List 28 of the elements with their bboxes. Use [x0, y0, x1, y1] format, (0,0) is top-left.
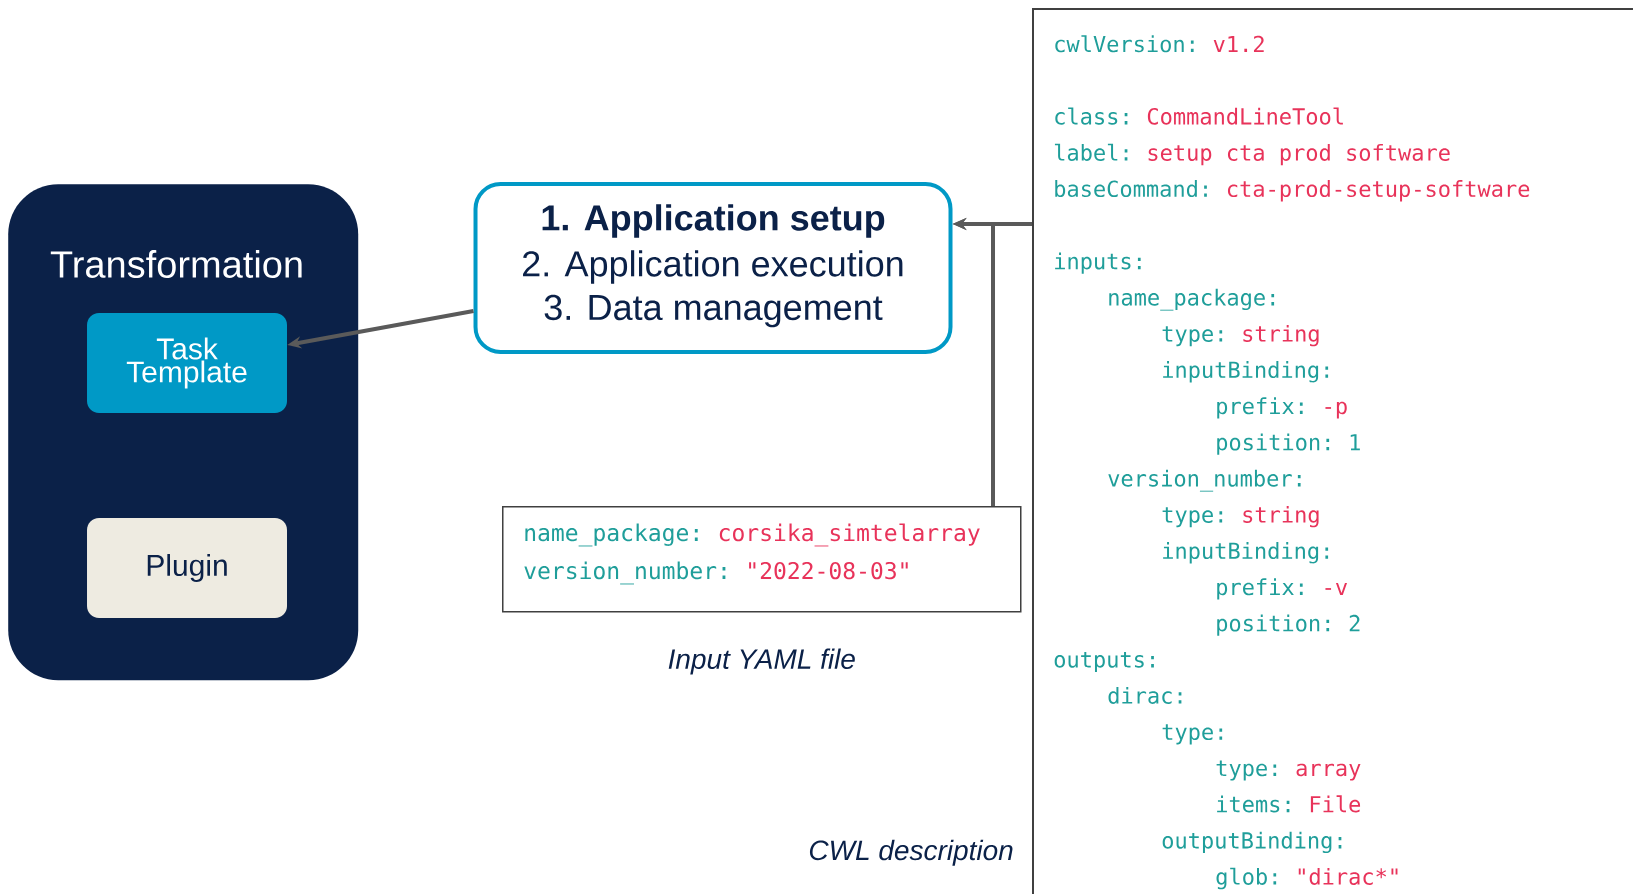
code-line: label: setup cta prod software	[1054, 143, 1450, 166]
task-template-box: Task Template	[87, 313, 287, 413]
code-line: type:	[1162, 724, 1223, 745]
steps-box: 1. Application setup 2. Application execution 3. Data management	[473, 182, 953, 354]
code-line: cwlVersion: v1.2	[1055, 35, 1264, 53]
code-line: prefix: -p	[1217, 397, 1347, 419]
code-line: name_package:	[1109, 288, 1275, 311]
code-line: class: CommandLineTool	[1055, 107, 1343, 125]
code-line: items: File	[1217, 795, 1361, 813]
code-line: type: string	[1162, 324, 1319, 347]
code-line: outputBinding:	[1162, 831, 1342, 854]
code-line: inputs:	[1055, 252, 1141, 274]
code-line: outputs:	[1054, 651, 1154, 672]
code-line: glob: "dirac*"	[1216, 867, 1398, 890]
code-line: inputBinding:	[1163, 542, 1329, 564]
code-line: type: string	[1162, 505, 1319, 528]
code-line: dirac:	[1108, 686, 1182, 704]
plugin-box: Plugin	[87, 518, 287, 618]
code-line: position: 2	[1217, 614, 1360, 636]
code-line: position: 1	[1217, 433, 1360, 455]
code-line: prefix: -v	[1217, 578, 1348, 600]
code-line: inputBinding:	[1163, 361, 1329, 383]
caption-text: Input YAML file	[668, 648, 855, 675]
code-line: version_number:	[1108, 469, 1301, 492]
code-line: type: array	[1216, 760, 1361, 781]
caption-text: CWL description	[809, 839, 1013, 866]
yaml-file-box: name_package: corsika_simtelarray version_number: "2022-08-03"	[502, 506, 1022, 613]
code-line: baseCommand: cta-prod-setup-software	[1055, 180, 1530, 202]
